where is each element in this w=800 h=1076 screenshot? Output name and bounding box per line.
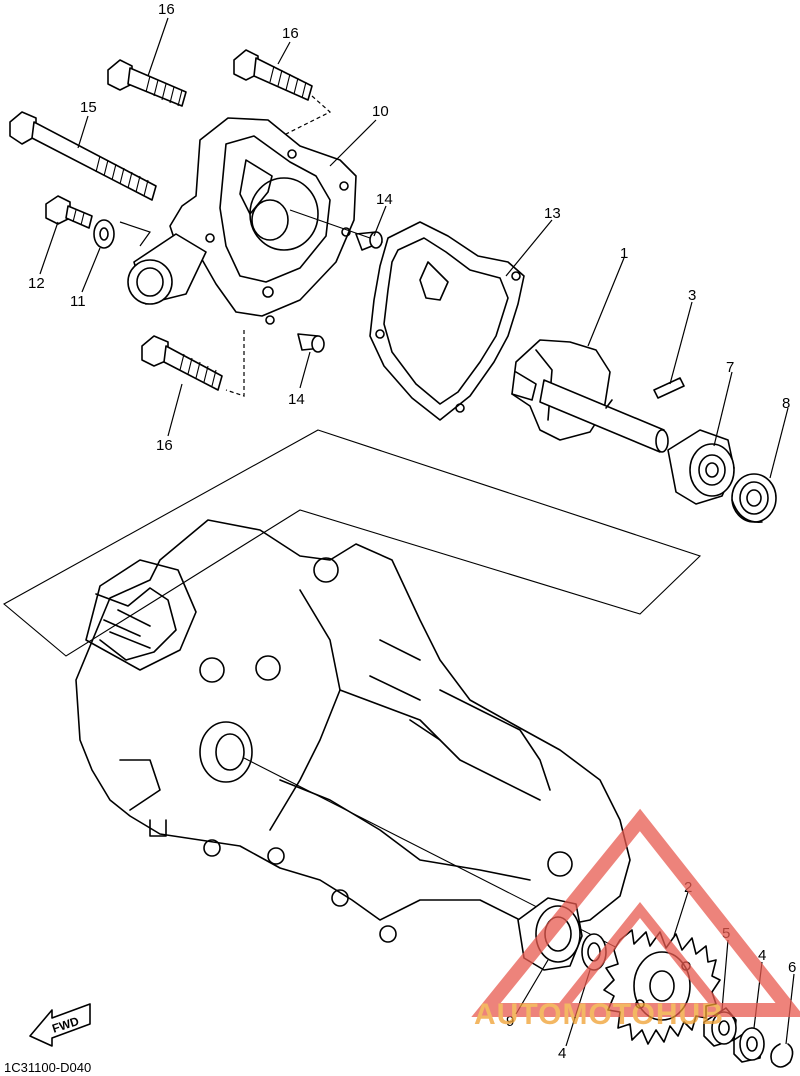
callout-4-right: 4: [758, 947, 766, 964]
callout-1: 1: [620, 245, 628, 262]
bolt-15[interactable]: [9, 111, 157, 201]
callout-7: 7: [726, 359, 734, 376]
callout-16-top-right: 16: [282, 25, 299, 42]
washer-11[interactable]: [93, 219, 115, 249]
fwd-arrow: FWD: [29, 1003, 91, 1047]
callout-6: 6: [788, 959, 796, 976]
callout-14-upper: 14: [376, 191, 393, 208]
bolt-12[interactable]: [45, 195, 93, 229]
pump-cover-10[interactable]: [169, 117, 357, 325]
oil-seal-8[interactable]: [731, 473, 777, 523]
callout-12: 12: [28, 275, 45, 292]
bolt-16-lower[interactable]: [141, 335, 223, 391]
callout-3: 3: [688, 287, 696, 304]
assembly-reference-outline: [3, 429, 702, 657]
callout-8: 8: [782, 395, 790, 412]
circlip-6[interactable]: [770, 1043, 794, 1068]
pump-cover-outlet-pipe: [127, 233, 207, 305]
washer-4-right[interactable]: [733, 1027, 765, 1063]
watermark-logo: AUTOMOTOHUB: [471, 808, 800, 1031]
bolt-16-top-right[interactable]: [233, 49, 313, 101]
bearing-7[interactable]: [667, 429, 735, 505]
callout-13: 13: [544, 205, 561, 222]
callout-16-lower: 16: [156, 437, 173, 454]
pin-3[interactable]: [653, 377, 685, 399]
callout-15: 15: [80, 99, 97, 116]
callout-14-lower: 14: [288, 391, 305, 408]
callout-11: 11: [70, 293, 86, 310]
impeller-shaft-1[interactable]: [511, 339, 669, 453]
callout-16-top-left: 16: [158, 1, 175, 18]
gasket-13[interactable]: [369, 221, 525, 421]
leader-lines: [39, 17, 795, 1047]
crankcase: [75, 519, 631, 943]
bolt-16-top-left[interactable]: [107, 59, 187, 107]
callout-10: 10: [372, 103, 389, 120]
callout-4-left: 4: [558, 1045, 566, 1062]
diagram-code: 1C31100-D040: [4, 1060, 91, 1075]
dowel-pin-14-upper[interactable]: [355, 231, 383, 251]
watermark-triangle-icon: [471, 808, 800, 1017]
watermark-text: AUTOMOTOHUB: [474, 998, 724, 1031]
callout-9: 9: [506, 1013, 514, 1030]
watermark-inner-triangle-icon: [556, 901, 724, 1014]
dowel-pin-14-lower[interactable]: [297, 333, 325, 353]
